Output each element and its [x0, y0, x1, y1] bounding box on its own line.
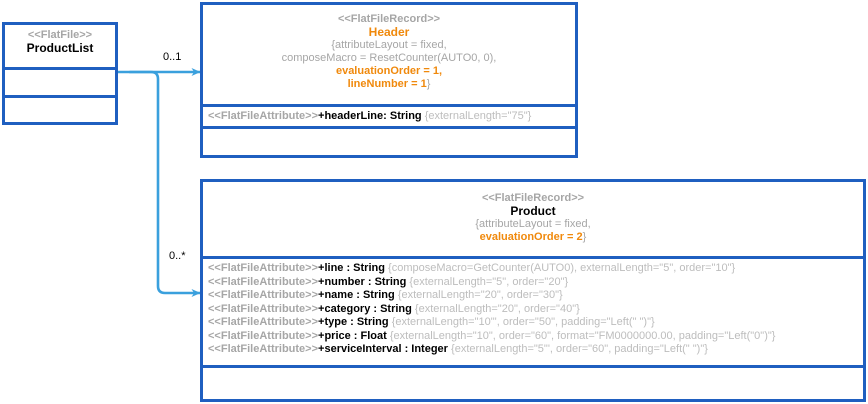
multiplicity-label-header: 0..1 [163, 51, 182, 63]
class-box-header[interactable]: <<FlatFileRecord>> Header {attributeLayo… [200, 2, 578, 158]
attribute-tags: {externalLength="20", order="40"} [414, 302, 580, 315]
attribute-signature: +type : String [318, 316, 389, 328]
operations-compartment-product [203, 365, 863, 396]
attribute-signature: +name : String [318, 289, 395, 301]
attribute-row[interactable]: <<FlatFileAttribute>>+serviceInterval : … [208, 343, 858, 357]
class-name-label: ProductList [26, 41, 94, 55]
class-property-line-1: {attributeLayout = fixed, [331, 39, 447, 51]
class-property-line-3: evaluationOrder = 1, [209, 65, 569, 78]
attribute-stereotype: <<FlatFileAttribute>> [208, 343, 319, 355]
attribute-signature: +headerLine: String [318, 110, 422, 122]
attribute-row[interactable]: <<FlatFileAttribute>>+headerLine: String… [208, 110, 570, 124]
attribute-row[interactable]: <<FlatFileAttribute>>+line : String {com… [208, 262, 858, 276]
brace-close: } [582, 231, 587, 243]
attribute-stereotype: <<FlatFileAttribute>> [208, 316, 319, 328]
attributes-compartment-header: <<FlatFileAttribute>>+headerLine: String… [203, 104, 575, 126]
class-property-line-2: evaluationOrder = 2} [209, 231, 857, 244]
stereotype-label: <<FlatFileRecord>> [337, 13, 441, 25]
attribute-tags: {externalLength="75"} [424, 110, 532, 122]
attribute-row[interactable]: <<FlatFileAttribute>>+price : Float {ext… [208, 330, 858, 344]
association-line-product [128, 70, 202, 297]
class-box-product-list[interactable]: <<FlatFile>> ProductList [2, 22, 118, 125]
evaluation-order-value: evaluationOrder = 2 [479, 231, 583, 243]
attribute-signature: +serviceInterval : Integer [318, 343, 448, 355]
class-header-product: <<FlatFileRecord>> Product {attributeLay… [203, 182, 863, 256]
class-property-line-1: {attributeLayout = fixed, [475, 218, 591, 230]
evaluation-order-value: evaluationOrder = 1, [335, 65, 443, 77]
attributes-compartment-product: <<FlatFileAttribute>>+line : String {com… [203, 256, 863, 365]
class-box-product[interactable]: <<FlatFileRecord>> Product {attributeLay… [200, 179, 866, 402]
attribute-signature: +line : String [318, 262, 385, 274]
attribute-row[interactable]: <<FlatFileAttribute>>+name : String {ext… [208, 289, 858, 303]
attribute-stereotype: <<FlatFileAttribute>> [208, 275, 319, 288]
multiplicity-label-product: 0..* [169, 250, 186, 262]
attribute-stereotype: <<FlatFileAttribute>> [208, 110, 319, 122]
attribute-row[interactable]: <<FlatFileAttribute>>+number : String {e… [208, 276, 858, 290]
attribute-stereotype: <<FlatFileAttribute>> [208, 302, 319, 315]
attribute-signature: +price : Float [318, 329, 387, 342]
attribute-row[interactable]: <<FlatFileAttribute>>+category : String … [208, 303, 858, 317]
attribute-tags: {externalLength="5"', order="60", paddin… [451, 343, 708, 355]
attribute-tags: {externalLength="20", order="30"} [397, 289, 563, 301]
attribute-tags: {composeMacro=GetCounter(AUTO0), externa… [388, 262, 736, 274]
attribute-row[interactable]: <<FlatFileAttribute>>+type : String {ext… [208, 316, 858, 330]
attribute-tags: {externalLength="10"', order="50", paddi… [391, 316, 655, 328]
class-header-header: <<FlatFileRecord>> Header {attributeLayo… [203, 5, 575, 104]
attributes-compartment-product-list [5, 67, 115, 95]
attribute-stereotype: <<FlatFileAttribute>> [208, 329, 319, 342]
stereotype-label: <<FlatFileRecord>> [481, 192, 585, 204]
stereotype-label: <<FlatFile>> [27, 29, 93, 41]
operations-compartment-product-list [5, 95, 115, 122]
attribute-stereotype: <<FlatFileAttribute>> [208, 289, 319, 301]
class-name-label: Product [510, 204, 556, 218]
class-name-label: Header [368, 25, 410, 39]
class-property-line-2: composeMacro = ResetCounter(AUTO0, 0), [281, 52, 497, 64]
attribute-tags: {externalLength="10", order="60", format… [389, 329, 776, 342]
attribute-signature: +number : String [318, 275, 407, 288]
class-property-line-4: lineNumber = 1} [209, 78, 569, 91]
attribute-signature: +category : String [318, 302, 412, 315]
attribute-stereotype: <<FlatFileAttribute>> [208, 262, 319, 274]
brace-close: } [426, 78, 431, 90]
operations-compartment-header [203, 126, 575, 155]
class-header-product-list: <<FlatFile>> ProductList [5, 25, 115, 67]
line-number-value: lineNumber = 1 [347, 78, 427, 90]
attribute-tags: {externalLength="5", order="20"} [409, 275, 569, 288]
